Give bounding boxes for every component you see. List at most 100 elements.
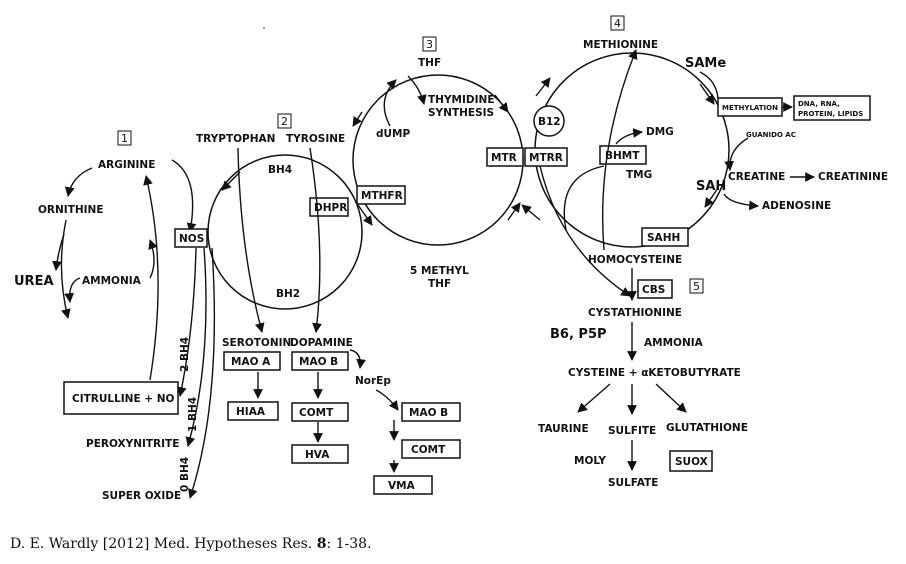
bh4-cycle-circle xyxy=(207,154,363,310)
one-bh4-label: 1 BH4 xyxy=(187,397,199,432)
cysteine-text: CYSTEINE + xyxy=(568,367,641,379)
urea-label: UREA xyxy=(14,274,54,289)
mao-a-label: MAO A xyxy=(231,356,271,368)
dhpr-box xyxy=(309,197,349,217)
arginine-to-nos-line xyxy=(171,159,197,233)
alpha-symbol: α xyxy=(641,367,648,379)
zero-bh4-label: 0 BH4 xyxy=(179,457,191,492)
nos-to-superoxide-arrow xyxy=(188,247,216,499)
creatine-label: CREATINE xyxy=(728,171,785,183)
section-number-box-1 xyxy=(117,130,132,146)
section-number-2: 2 xyxy=(281,115,288,128)
section-number-box-4 xyxy=(610,15,625,31)
dna-rna-label-2: PROTEIN, LIPIDS xyxy=(798,110,863,118)
vma-label: VMA xyxy=(388,480,416,492)
sahh-label: SAHH xyxy=(647,232,680,244)
tyrosine-to-dopamine-arrow xyxy=(309,147,322,333)
guanido-ac-label: GUANIDO AC xyxy=(746,131,796,139)
sulfate-label: SULFATE xyxy=(608,477,658,489)
comt2-label: COMT xyxy=(411,444,446,456)
cysteine-to-taurine-arrow xyxy=(577,383,611,413)
super-oxide-label: SUPER OXIDE xyxy=(102,490,181,502)
hiaa-box xyxy=(227,401,279,421)
arginine-label: ARGININE xyxy=(98,159,155,171)
citrulline-no-label: CITRULLINE + NO xyxy=(72,393,175,405)
glutathione-label: GLUTATHIONE xyxy=(666,422,748,434)
vma-box xyxy=(373,475,433,495)
two-bh4-label: 2 BH4 xyxy=(179,337,191,372)
hva-label: HVA xyxy=(305,449,330,461)
section-number-box-5 xyxy=(689,278,704,294)
same-label: SAMe xyxy=(685,56,726,71)
methionine-circle-arrow-2 xyxy=(699,83,715,105)
mtrr-box xyxy=(524,147,568,167)
citation-suffix: : 1-38. xyxy=(326,536,372,552)
nos-label: NOS xyxy=(179,233,204,245)
peroxynitrite-label: PEROXYNITRITE xyxy=(86,438,179,450)
sulfite-label: SULFITE xyxy=(608,425,656,437)
creatinine-label: CREATININE xyxy=(818,171,888,183)
mtrr-label: MTRR xyxy=(529,152,563,164)
five-methyl-thf-label-2: THF xyxy=(428,278,451,290)
cbs-box xyxy=(637,279,673,299)
mao-b2-box xyxy=(401,402,461,422)
methionine-circle-arrow-4 xyxy=(521,204,541,221)
tryptophan-label: TRYPTOPHAN xyxy=(196,133,275,145)
dmg-label: DMG xyxy=(646,126,674,138)
ammonia-to-arginine-arrow xyxy=(148,239,158,279)
sahh-box xyxy=(641,227,689,247)
homocysteine-label: HOMOCYSTEINE xyxy=(588,254,682,266)
bhmt-inner-arc xyxy=(563,165,605,231)
dopamine-label: DOPAMINE xyxy=(290,337,353,349)
folate-circle-arrow-1 xyxy=(352,111,363,127)
methionine-circle-arrow-1 xyxy=(535,77,551,97)
moly-label: MOLY xyxy=(574,455,606,467)
comt-label: COMT xyxy=(299,407,334,419)
folate-circle-arrow-4 xyxy=(507,202,521,221)
thymidine-label-1: THYMIDINE xyxy=(428,94,495,106)
suox-box xyxy=(669,450,713,472)
b12-circle xyxy=(533,105,565,137)
dhpr-label: DHPR xyxy=(314,202,347,214)
b12-label: B12 xyxy=(538,116,561,128)
nos-box xyxy=(174,228,208,248)
hiaa-label: HIAA xyxy=(236,406,266,418)
mao-b-box xyxy=(291,351,349,371)
dna-rna-box xyxy=(793,95,871,121)
thymidine-label-2: SYNTHESIS xyxy=(428,107,494,119)
tryptophan-to-serotonin-arrow xyxy=(237,147,265,333)
mtr-box xyxy=(486,147,524,167)
serotonin-label: SEROTONIN xyxy=(222,337,291,349)
methionine-circle-arrow-3 xyxy=(704,187,719,208)
cysteine-to-glutathione-arrow xyxy=(655,383,687,413)
b6-p5p-label: B6, P5P xyxy=(550,327,607,342)
mthfr-label: MTHFR xyxy=(361,190,403,202)
methionine-label: METHIONINE xyxy=(583,39,658,51)
folate-circle-arrow-3 xyxy=(357,204,373,226)
methylation-label: METHYLATION xyxy=(722,104,778,112)
tyrosine-label: TYROSINE xyxy=(286,133,345,145)
comt-box xyxy=(291,402,349,422)
dump-to-thf-arrow xyxy=(383,79,397,127)
bhmt-to-dmg-arrow xyxy=(615,128,643,145)
taurine-label: TAURINE xyxy=(538,423,589,435)
nos-to-peroxynitrite-arrow xyxy=(185,247,207,447)
mtr-label: MTR xyxy=(491,152,517,164)
citation: D. E. Wardly [2012] Med. Hypotheses Res.… xyxy=(10,536,372,552)
ammonia-left-arrow xyxy=(64,277,81,303)
ammonia-right-label: AMMONIA xyxy=(644,337,704,349)
citation-volume: 8 xyxy=(316,536,327,552)
ornithine-label: ORNITHINE xyxy=(38,204,104,216)
section-number-3: 3 xyxy=(426,38,433,51)
section-number-box-2 xyxy=(277,113,292,129)
hva-box xyxy=(291,444,349,464)
thf-label: THF xyxy=(418,57,441,69)
sah-label: SAH xyxy=(696,179,726,194)
five-methyl-thf-label-1: 5 METHYL xyxy=(410,265,469,277)
dna-rna-label-1: DNA, RNA, xyxy=(798,100,840,108)
ornithine-to-citrulline-line xyxy=(60,219,71,319)
adenosine-label: ADENOSINE xyxy=(762,200,831,212)
mao-a-box xyxy=(223,351,281,371)
ammonia-left-label: AMMONIA xyxy=(82,275,142,287)
comt2-box xyxy=(401,439,461,459)
